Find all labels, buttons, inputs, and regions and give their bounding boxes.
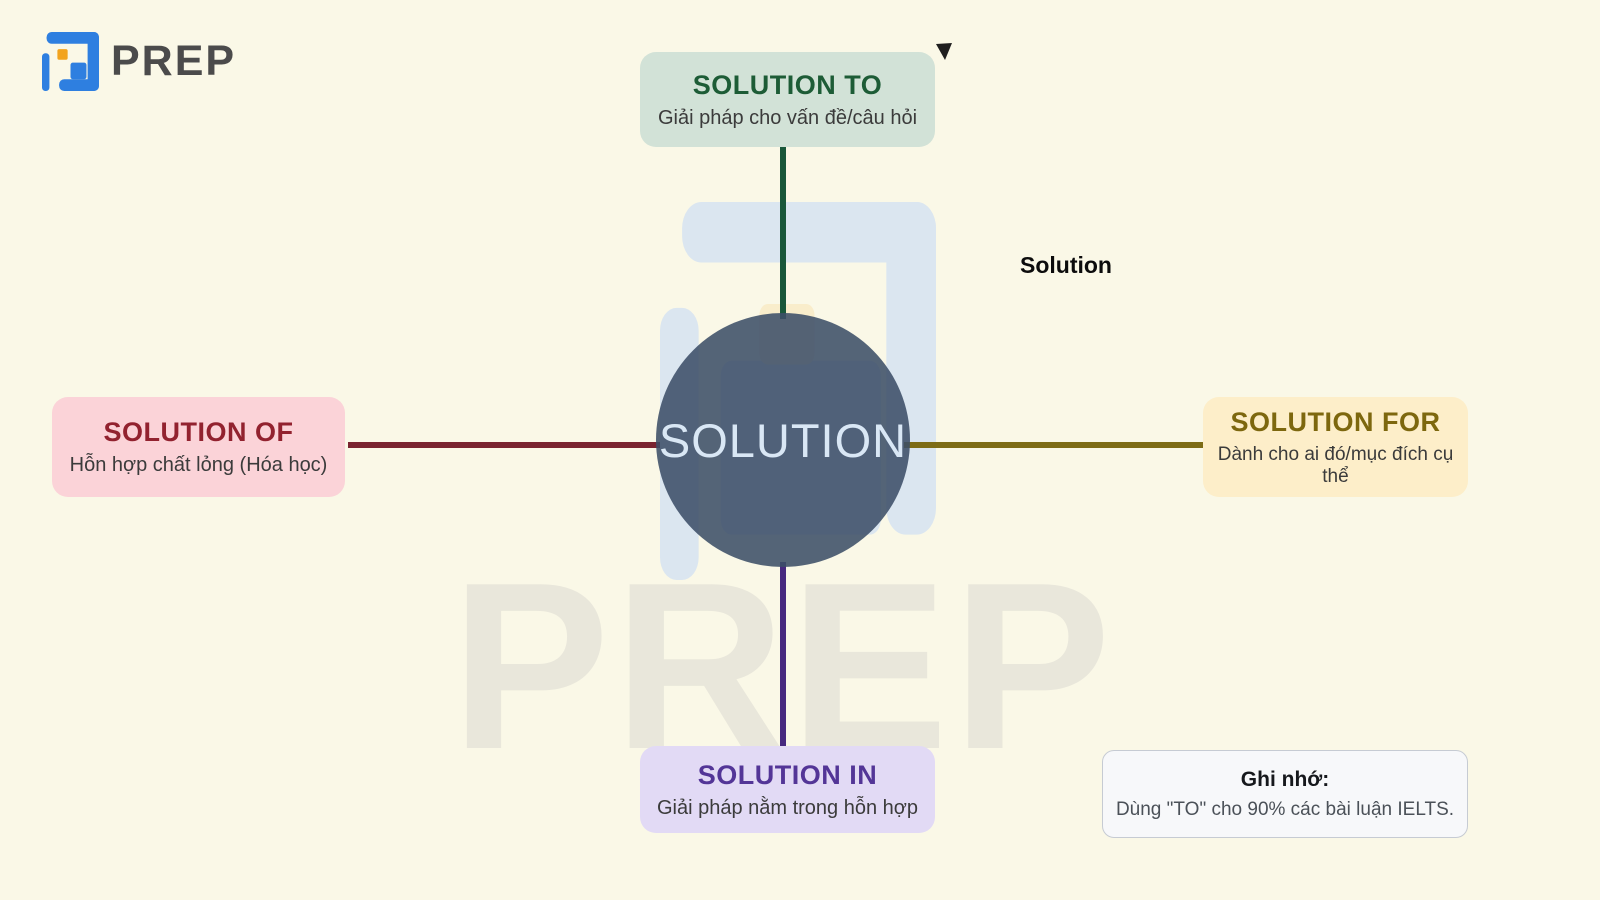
prep-logo-icon [42,32,99,91]
node-title: SOLUTION IN [697,759,878,790]
connector-bottom [780,562,786,750]
note-box: Ghi nhớ: Dùng "TO" cho 90% các bài luận … [1102,750,1468,838]
center-node: SOLUTION [656,313,910,567]
node-solution-of: SOLUTION OF Hỗn hợp chất lỏng (Hóa học) [52,397,345,497]
node-title: SOLUTION OF [103,417,294,447]
note-body: Dùng "TO" cho 90% các bài luận IELTS. [1115,798,1455,820]
node-solution-for: SOLUTION FOR Dành cho ai đó/mục đích cụ … [1203,397,1468,497]
connector-top [780,147,786,319]
node-subtitle: Hỗn hợp chất lỏng (Hóa học) [69,454,328,476]
brand-logo: PREP [42,32,236,91]
node-solution-in: SOLUTION IN Giải pháp nằm trong hỗn hợp [640,746,935,833]
logo-orange-square [57,49,68,60]
floating-solution-label: Solution [1020,252,1112,278]
node-subtitle: Giải pháp nằm trong hỗn hợp [656,796,919,819]
connector-right [904,442,1204,448]
note-title: Ghi nhớ: [1240,767,1330,791]
node-title: SOLUTION TO [692,69,883,100]
node-subtitle: Dành cho ai đó/mục đích cụ thể [1217,443,1454,487]
cursor-icon [936,43,952,60]
brand-name: PREP [111,37,237,85]
connector-left [348,442,660,448]
center-label: SOLUTION [658,413,908,467]
node-subtitle: Giải pháp cho vấn đề/câu hỏi [657,106,918,129]
node-solution-to: SOLUTION TO Giải pháp cho vấn đề/câu hỏi [640,52,935,147]
node-title: SOLUTION FOR [1230,406,1441,437]
